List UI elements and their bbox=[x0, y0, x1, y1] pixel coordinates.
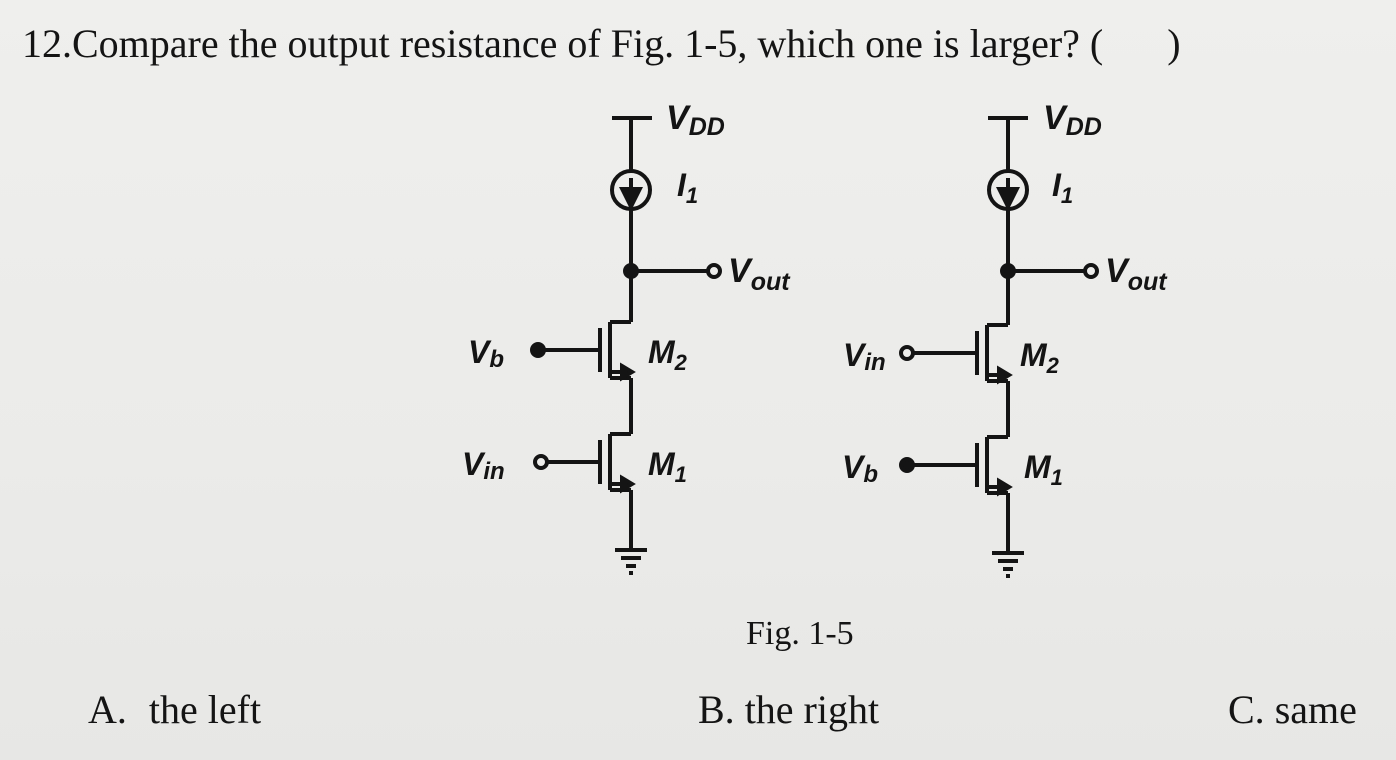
question-number: 12. bbox=[22, 21, 72, 66]
right-m1-transistor bbox=[975, 435, 1013, 497]
right-i1-label: I1 bbox=[1052, 167, 1073, 208]
option-a-letter: A. bbox=[88, 687, 127, 732]
left-output-terminal bbox=[706, 263, 722, 279]
question-text: 12.Compare the output resistance of Fig.… bbox=[22, 18, 1181, 70]
left-m2-gate-terminal bbox=[530, 342, 546, 358]
option-a[interactable]: A. the left bbox=[88, 684, 261, 736]
right-m2-label: M2 bbox=[1020, 337, 1060, 378]
right-vin-label: Vin bbox=[843, 337, 886, 376]
right-vdd-label: VDD bbox=[1043, 99, 1102, 141]
option-b[interactable]: B.the right bbox=[698, 684, 879, 736]
question-close-paren: ) bbox=[1167, 21, 1181, 66]
left-vout-label: Vout bbox=[728, 252, 791, 296]
left-m1-transistor bbox=[598, 432, 636, 494]
right-m2-gate-terminal bbox=[899, 345, 915, 361]
left-m2-label: M2 bbox=[648, 334, 688, 375]
right-vb-label: Vb bbox=[842, 449, 878, 488]
right-m1-label: M1 bbox=[1024, 449, 1063, 490]
option-c-text: same bbox=[1274, 687, 1357, 732]
right-circuit bbox=[899, 116, 1099, 578]
option-c[interactable]: C.same bbox=[1228, 684, 1357, 736]
left-m1-label: M1 bbox=[648, 446, 687, 487]
question-body: Compare the output resistance of Fig. 1-… bbox=[72, 21, 1104, 66]
option-b-text: the right bbox=[744, 687, 880, 732]
left-vin-label: Vin bbox=[462, 446, 505, 485]
right-vout-label: Vout bbox=[1105, 252, 1168, 296]
right-m2-transistor bbox=[975, 323, 1013, 385]
left-vdd-label: VDD bbox=[666, 99, 725, 141]
figure-caption: Fig. 1-5 bbox=[746, 615, 854, 652]
left-ground-icon bbox=[615, 548, 647, 575]
left-circuit bbox=[530, 116, 722, 575]
option-b-letter: B. bbox=[698, 687, 735, 732]
left-i1-label: I1 bbox=[677, 167, 698, 208]
right-output-terminal bbox=[1083, 263, 1099, 279]
option-a-text: the left bbox=[148, 687, 262, 732]
option-c-letter: C. bbox=[1228, 687, 1265, 732]
right-ground-icon bbox=[992, 551, 1024, 578]
right-m1-gate-terminal bbox=[899, 457, 915, 473]
left-m1-gate-terminal bbox=[533, 454, 549, 470]
left-vb-label: Vb bbox=[468, 334, 504, 373]
left-m2-transistor bbox=[598, 320, 636, 382]
